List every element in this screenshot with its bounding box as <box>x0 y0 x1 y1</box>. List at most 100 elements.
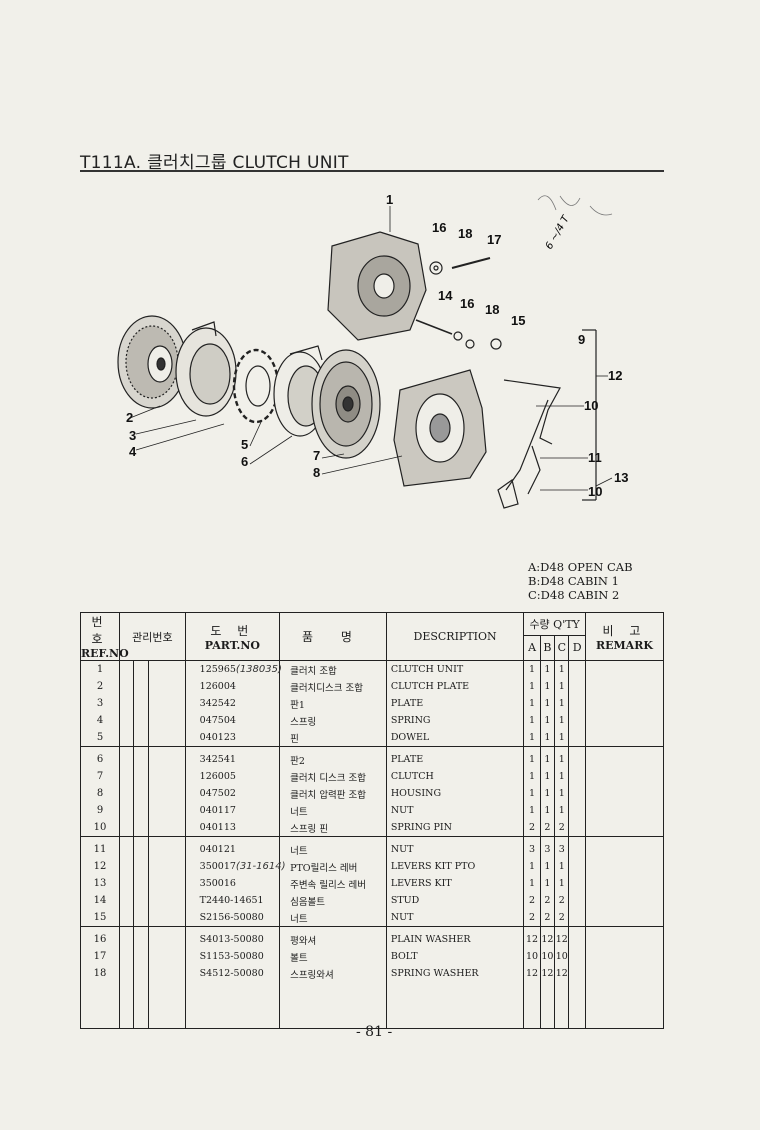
callout-label: 2 <box>126 410 133 425</box>
qty-b-cell: 1 <box>539 875 556 892</box>
ref-cell: 5 <box>80 729 120 747</box>
qty-b-cell: 1 <box>539 746 556 768</box>
ref-text: 13 <box>93 878 107 889</box>
callout-label: 16 <box>460 296 474 311</box>
mgmt-cell <box>133 875 149 892</box>
callout-label: 16 <box>432 220 446 235</box>
qty-a-text: 1 <box>529 681 536 692</box>
qty-d-cell <box>568 836 586 858</box>
remark-cell <box>584 768 665 785</box>
header-ref: 번 호 REF.NO <box>80 612 129 661</box>
korean-name-cell: 판2 <box>279 746 387 768</box>
qty-b-cell: 1 <box>539 695 556 712</box>
korean-name-cell: 판1 <box>279 695 387 712</box>
korean-name-text: 판2 <box>290 755 305 767</box>
mgmt-cell <box>147 892 186 909</box>
ref-cell: 12 <box>80 858 120 875</box>
mgmt-cell <box>118 660 135 678</box>
empty-cell <box>147 982 186 1029</box>
mgmt-cell <box>147 802 186 819</box>
remark-cell <box>584 948 665 965</box>
korean-name-text: 볼트 <box>290 952 308 964</box>
description-text: BOLT <box>390 951 418 962</box>
ref-cell: 4 <box>80 712 120 729</box>
empty-cell <box>279 982 387 1029</box>
ref-cell: 10 <box>80 819 120 837</box>
mgmt-cell <box>147 712 186 729</box>
header-mgmt: 관리번호 <box>119 612 186 661</box>
qty-c-text: 1 <box>558 715 565 726</box>
remark-cell <box>584 678 665 695</box>
ref-cell: 16 <box>80 926 120 948</box>
qty-b-text: 1 <box>544 698 551 709</box>
clutch-plate-drawing <box>117 315 187 409</box>
mgmt-cell <box>118 948 135 965</box>
callout-label: 8 <box>313 465 320 480</box>
description-cell: PLATE <box>385 695 525 712</box>
part-number-text: 350016 <box>199 878 236 889</box>
qty-b-text: 10 <box>541 951 554 962</box>
korean-name-text: 스프링 <box>290 716 317 728</box>
qty-a-cell: 1 <box>523 768 541 785</box>
korean-name-text: 심음볼트 <box>290 896 326 908</box>
callout-label: 7 <box>313 448 320 463</box>
mgmt-cell <box>118 768 135 785</box>
mgmt-cell <box>147 660 186 678</box>
korean-name-cell: 볼트 <box>279 948 387 965</box>
description-text: STUD <box>390 895 420 906</box>
qty-d-cell <box>568 892 586 909</box>
description-cell: BOLT <box>385 948 525 965</box>
callout-label: 3 <box>129 428 136 443</box>
mgmt-cell <box>147 768 186 785</box>
part-number-text: S4013-50080 <box>199 934 264 945</box>
mgmt-cell <box>133 695 149 712</box>
description-cell: STUD <box>385 892 525 909</box>
qty-c-cell: 1 <box>554 712 570 729</box>
korean-name-cell: 주변속 릴리스 레버 <box>279 875 387 892</box>
korean-name-text: 클러치 압력판 조합 <box>290 789 367 801</box>
mgmt-cell <box>118 909 135 927</box>
description-text: SPRING WASHER <box>390 968 479 979</box>
qty-b-text: 1 <box>544 664 551 675</box>
mgmt-cell <box>133 660 149 678</box>
ref-cell: 8 <box>80 785 120 802</box>
ref-text: 4 <box>96 715 104 726</box>
header-remark: 비 고 REMARK <box>584 612 665 661</box>
qty-a-cell: 1 <box>523 785 541 802</box>
part-number-text: 126005 <box>199 771 236 782</box>
korean-name-cell: 스프링와셔 <box>279 965 387 982</box>
ref-cell: 17 <box>80 948 120 965</box>
qty-c-cell: 1 <box>554 729 570 747</box>
mgmt-cell <box>118 836 135 858</box>
callout-label: 14 <box>438 288 453 303</box>
callout-label: 18 <box>485 302 499 317</box>
header-qty-b: B <box>539 634 556 662</box>
qty-a-cell: 1 <box>523 858 541 875</box>
remark-cell <box>584 802 665 819</box>
header-remark-kor: 비 고 <box>602 623 647 638</box>
qty-a-cell: 1 <box>523 695 541 712</box>
remark-cell <box>584 729 665 747</box>
header-mgmt-text: 관리번호 <box>132 630 173 644</box>
qty-c-cell: 10 <box>554 948 570 965</box>
korean-name-text: 판1 <box>290 699 305 711</box>
qty-c-text: 2 <box>558 912 565 923</box>
description-cell: SPRING WASHER <box>385 965 525 982</box>
mgmt-cell <box>147 909 186 927</box>
remark-cell <box>584 819 665 837</box>
description-text: LEVERS KIT PTO <box>390 861 476 872</box>
ref-cell: 9 <box>80 802 120 819</box>
callout-label: 18 <box>458 226 472 241</box>
korean-name-cell: 심음볼트 <box>279 892 387 909</box>
part-number-cell: 040123 <box>184 729 281 747</box>
qty-d-cell <box>568 746 586 768</box>
header-part-eng: PART.NO <box>204 638 260 652</box>
part-number-cell: 047502 <box>184 785 281 802</box>
qty-c-cell: 12 <box>554 926 570 948</box>
qty-a-cell: 3 <box>523 836 541 858</box>
mgmt-cell <box>147 678 186 695</box>
